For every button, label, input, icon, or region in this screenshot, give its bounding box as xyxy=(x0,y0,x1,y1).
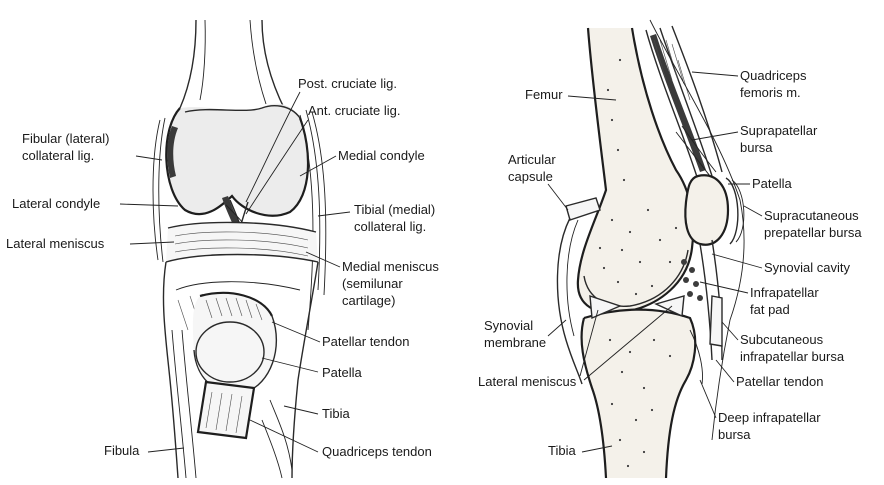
label-supracutaneous-line2: prepatellar bursa xyxy=(764,225,862,240)
label-tibial-collateral-lig-line2: collateral lig. xyxy=(354,219,426,234)
label-tibial-collateral-lig-line1: Tibial (medial) xyxy=(354,202,435,217)
label-synovial-membrane-line2: membrane xyxy=(484,335,546,350)
label-fibular-collateral-lig-line1: Fibular (lateral) xyxy=(22,131,109,146)
label-medial-condyle: Medial condyle xyxy=(338,148,425,163)
label-fibula: Fibula xyxy=(104,443,140,458)
label-quadriceps-tendon: Quadriceps tendon xyxy=(322,444,432,459)
label-medial-meniscus-line3: cartilage) xyxy=(342,293,395,308)
label-patellar-tendon-front: Patellar tendon xyxy=(322,334,409,349)
label-lateral-meniscus-sagittal: Lateral meniscus xyxy=(478,374,577,389)
label-synovial-membrane-line1: Synovial xyxy=(484,318,533,333)
label-lateral-meniscus-front: Lateral meniscus xyxy=(6,236,105,251)
label-femur: Femur xyxy=(525,87,563,102)
label-suprapatellar-line2: bursa xyxy=(740,140,773,155)
label-tibia-front: Tibia xyxy=(322,406,350,421)
label-medial-meniscus-line1: Medial meniscus xyxy=(342,259,439,274)
label-patella-sagittal: Patella xyxy=(752,176,793,191)
label-subcutaneous-line1: Subcutaneous xyxy=(740,332,824,347)
label-post-cruciate-lig: Post. cruciate lig. xyxy=(298,76,397,91)
label-articular-capsule-line2: capsule xyxy=(508,169,553,184)
label-lateral-condyle: Lateral condyle xyxy=(12,196,100,211)
label-suprapatellar-line1: Suprapatellar xyxy=(740,123,818,138)
label-deep-infrapatellar-line1: Deep infrapatellar xyxy=(718,410,821,425)
label-quadriceps-line1: Quadriceps xyxy=(740,68,807,83)
sagittal-view-knee-drawing xyxy=(557,20,744,478)
label-infrapatellar-fat-line2: fat pad xyxy=(750,302,790,317)
label-tibia-sagittal: Tibia xyxy=(548,443,576,458)
label-supracutaneous-line1: Supracutaneous xyxy=(764,208,859,223)
label-infrapatellar-fat-line1: Infrapatellar xyxy=(750,285,819,300)
label-quadriceps-line2: femoris m. xyxy=(740,85,801,100)
label-subcutaneous-line2: infrapatellar bursa xyxy=(740,349,845,364)
label-synovial-cavity: Synovial cavity xyxy=(764,260,850,275)
label-medial-meniscus-line2: (semilunar xyxy=(342,276,403,291)
label-patella-front: Patella xyxy=(322,365,363,380)
label-ant-cruciate-lig: Ant. cruciate lig. xyxy=(308,103,401,118)
label-patellar-tendon-sagittal: Patellar tendon xyxy=(736,374,823,389)
label-fibular-collateral-lig-line2: collateral lig. xyxy=(22,148,94,163)
label-articular-capsule-line1: Articular xyxy=(508,152,556,167)
label-deep-infrapatellar-line2: bursa xyxy=(718,427,751,442)
